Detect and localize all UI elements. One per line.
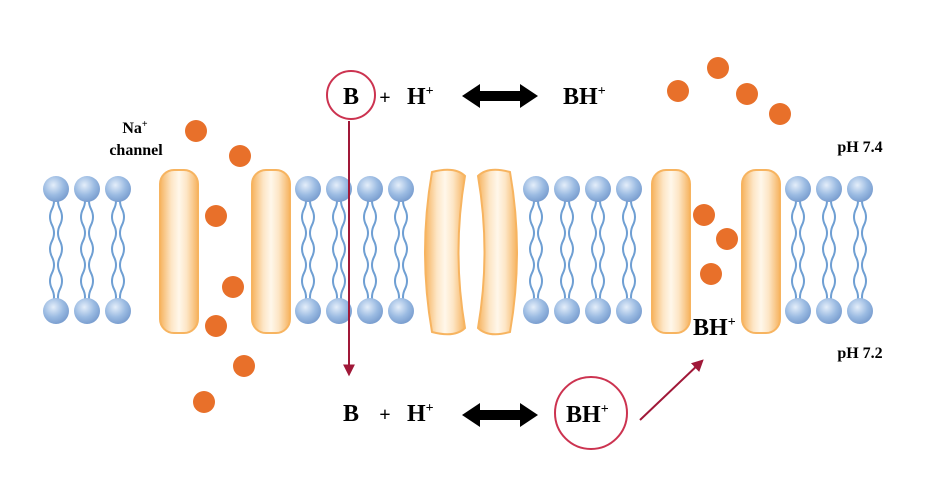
ion-dot	[736, 83, 758, 105]
ion-dot	[205, 315, 227, 337]
right-channel-protein-right	[741, 169, 781, 334]
eq-bottom-plus: +	[379, 404, 390, 426]
bh-inside-label: BH+	[693, 315, 736, 341]
na-channel-protein-left	[159, 169, 199, 334]
phospholipid	[553, 175, 581, 325]
equilibrium-arrow-icon	[462, 403, 538, 427]
ion-dot	[222, 276, 244, 298]
ion-dot	[693, 204, 715, 226]
channel-word-label: channel	[109, 142, 163, 159]
ion-dot	[229, 145, 251, 167]
ion-dot	[193, 391, 215, 413]
ion-dot	[233, 355, 255, 377]
ion-dot	[700, 263, 722, 285]
center-protein-right	[476, 168, 518, 336]
phospholipid	[104, 175, 132, 325]
phospholipid	[73, 175, 101, 325]
center-protein-left	[424, 168, 467, 336]
phospholipid	[815, 175, 843, 325]
phospholipid	[584, 175, 612, 325]
ion-dot	[716, 228, 738, 250]
ion-dot	[667, 80, 689, 102]
phospholipid	[356, 175, 384, 325]
equation-top: B + H+ BH+	[326, 70, 606, 120]
ion-dot	[185, 120, 207, 142]
highlight-circle-base	[326, 70, 376, 120]
phospholipid	[294, 175, 322, 325]
ion-dot	[707, 57, 729, 79]
eq-top-proton: H+	[407, 84, 434, 110]
equation-bottom: B + H+ BH+	[343, 376, 628, 450]
phospholipid	[42, 175, 70, 325]
phospholipid	[784, 175, 812, 325]
phospholipid	[846, 175, 874, 325]
phospholipid	[615, 175, 643, 325]
eq-top-product: BH+	[563, 84, 606, 110]
highlight-circle-product	[554, 376, 628, 450]
na-channel-protein-right	[251, 169, 291, 334]
eq-bottom-product: BH+	[566, 402, 609, 428]
phospholipid	[522, 175, 550, 325]
ion-dot	[769, 103, 791, 125]
ion-dot	[205, 205, 227, 227]
eq-bottom-base: B	[343, 401, 359, 427]
eq-bottom-proton: H+	[407, 401, 434, 427]
diffusion-arrow-up	[639, 359, 704, 421]
eq-top-base: B	[343, 84, 359, 110]
membrane-proteins	[159, 168, 781, 336]
eq-top-plus: +	[379, 87, 390, 109]
ph-top-label: pH 7.4	[837, 139, 882, 156]
sodium-ions	[185, 57, 791, 413]
equilibrium-arrow-icon	[462, 84, 538, 108]
phospholipid	[387, 175, 415, 325]
right-channel-protein-left	[651, 169, 691, 334]
na-channel-label: Na+	[122, 119, 148, 137]
ph-bottom-label: pH 7.2	[837, 345, 882, 362]
